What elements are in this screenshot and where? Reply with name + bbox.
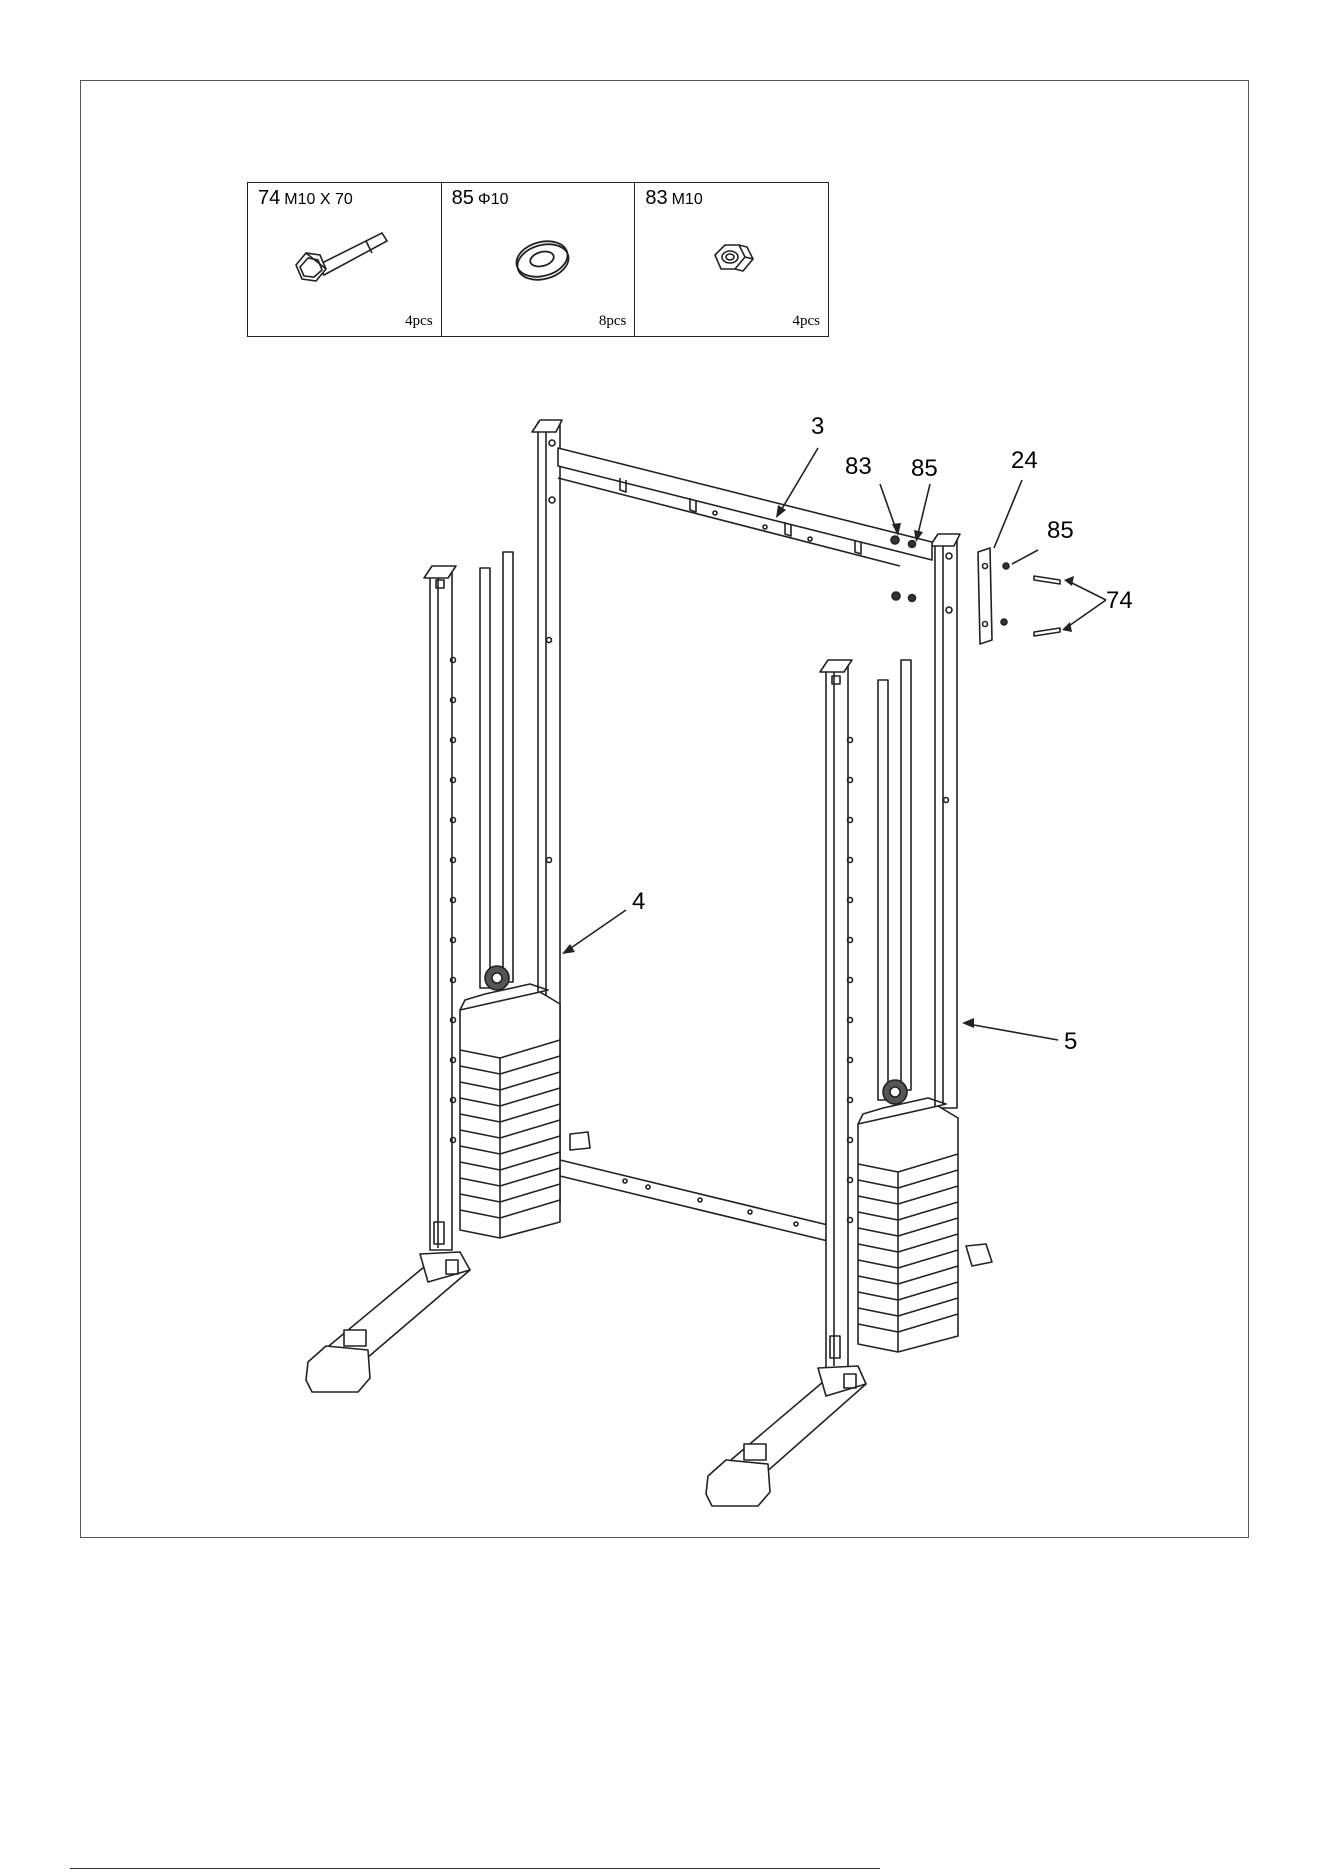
right-front-upright <box>820 660 853 1370</box>
right-weight-stack <box>858 1080 958 1352</box>
callout-part-74: 74 <box>1106 589 1133 613</box>
callout-part-83: 83 <box>845 455 872 479</box>
left-front-upright <box>424 566 456 1250</box>
callout-part-4: 4 <box>632 890 645 914</box>
callout-part-24: 24 <box>1011 449 1038 473</box>
leader-arrowheads <box>562 505 1074 1028</box>
left-weight-stack <box>460 966 560 1238</box>
left-guide-rods <box>480 552 513 988</box>
callout-part-85-side: 85 <box>1047 519 1074 543</box>
bottom-crossbar <box>560 1160 832 1242</box>
right-rear-upright <box>930 534 960 1108</box>
callout-part-85-top: 85 <box>911 457 938 481</box>
right-guide-rods <box>878 660 911 1100</box>
callout-part-5: 5 <box>1064 1030 1077 1054</box>
top-crossbar <box>558 448 932 566</box>
footer-rule <box>70 1868 880 1869</box>
callout-part-3: 3 <box>811 415 824 439</box>
